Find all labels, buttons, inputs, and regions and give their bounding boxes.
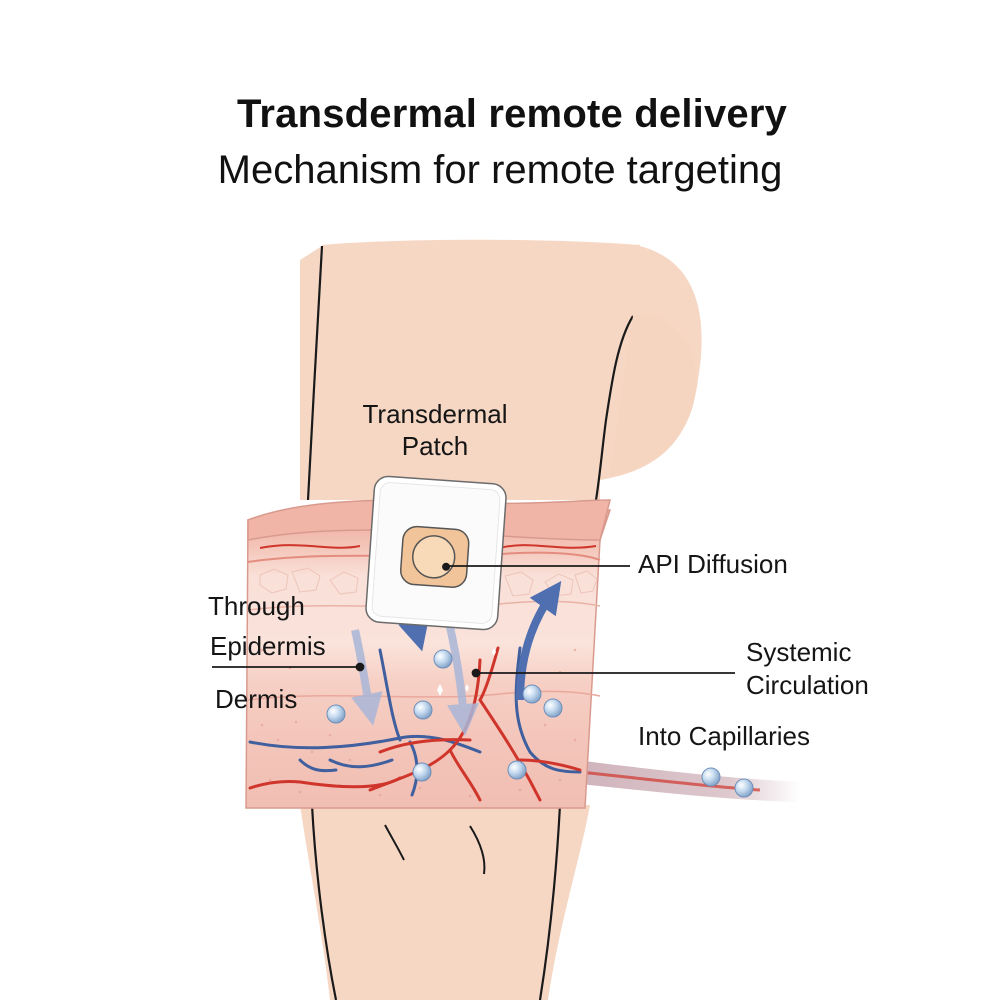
systemic-label-line1: Systemic xyxy=(746,637,852,667)
through-label: Through xyxy=(208,591,305,621)
drug-molecule-icon xyxy=(701,767,721,787)
drug-molecule-icon xyxy=(522,684,542,704)
patch-label-line1: Transdermal xyxy=(362,399,508,429)
drug-molecules xyxy=(326,649,754,798)
drug-molecule-icon xyxy=(413,700,433,720)
page-title: Transdermal remote delivery xyxy=(236,92,788,136)
systemic-label-line2: Circulation xyxy=(746,670,869,700)
leader-lines xyxy=(212,565,735,678)
skin-tissue-block xyxy=(245,499,612,809)
transdermal-patch xyxy=(365,475,507,631)
drug-molecule-icon xyxy=(412,762,432,782)
patch-label: Transdermal Patch xyxy=(345,398,525,462)
arm-illustration xyxy=(300,239,702,1000)
api-diffusion-label: API Diffusion xyxy=(638,549,788,579)
patch-label-line2: Patch xyxy=(401,431,469,461)
drug-molecule-icon xyxy=(326,704,346,724)
page-subtitle: Mechanism for remote targeting xyxy=(217,148,783,192)
drug-molecule-icon xyxy=(507,760,527,780)
capillary-vessel xyxy=(559,758,800,802)
into-capillaries-label: Into Capillaries xyxy=(638,721,810,751)
systemic-up-arrow-icon xyxy=(516,580,562,701)
drug-molecule-icon xyxy=(543,698,563,718)
drug-molecule-icon xyxy=(433,649,453,669)
epidermis-label: Epidermis xyxy=(210,631,326,661)
diffusion-down-arrow-icon xyxy=(351,629,383,726)
blood-vessels xyxy=(248,646,582,802)
dermis-label: Dermis xyxy=(215,684,298,714)
drug-molecule-icon xyxy=(734,778,754,798)
